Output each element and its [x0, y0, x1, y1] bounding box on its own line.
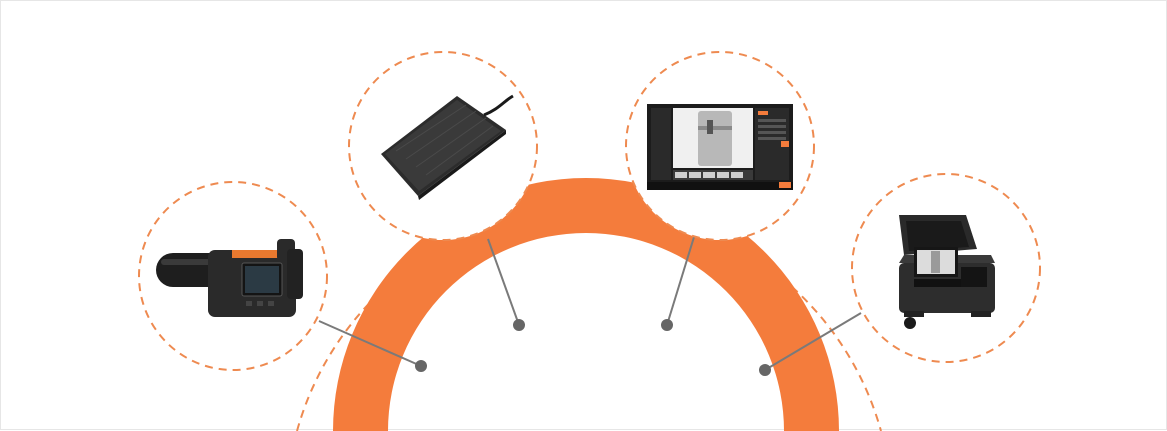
connector-dot-software [661, 319, 673, 331]
connector-line-panel [487, 238, 520, 326]
flat-panel-detector-icon [381, 94, 514, 200]
connector-dot-handheld [415, 360, 427, 372]
orange-arc-band [333, 178, 839, 431]
connector-dot-panel [513, 319, 525, 331]
connector-line-handheld [318, 320, 422, 367]
software-screen-icon [647, 104, 793, 190]
connector-dot-case [759, 364, 771, 376]
rugged-case-kit-icon [899, 215, 995, 329]
connector-line-case [764, 312, 862, 371]
connector-line-software [666, 236, 695, 326]
handheld-xray-camera-icon [156, 239, 303, 317]
